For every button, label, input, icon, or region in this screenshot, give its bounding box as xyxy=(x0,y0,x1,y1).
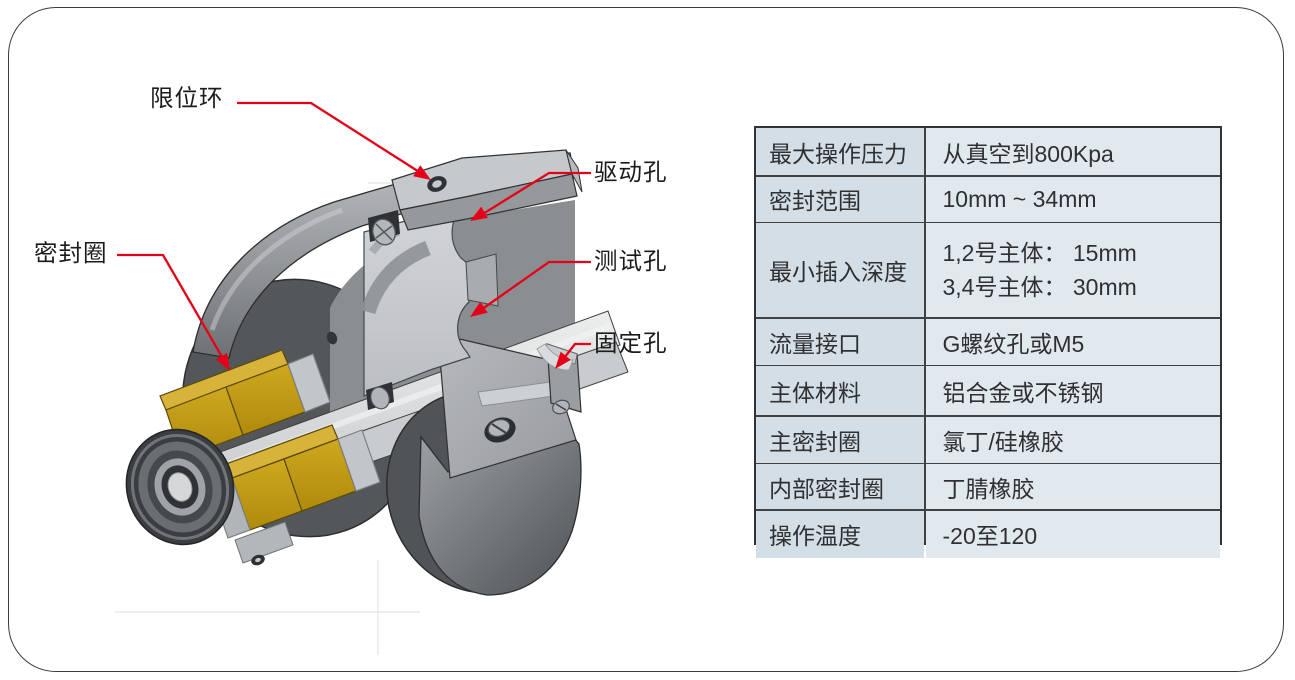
bore-curve xyxy=(360,241,431,315)
seal-spacer-ring xyxy=(287,353,331,413)
spec-label: 操作温度 xyxy=(756,510,924,558)
spec-value: G螺纹孔或M5 xyxy=(925,318,1220,365)
spec-value: 铝合金或不锈钢 xyxy=(925,366,1220,415)
spec-value: -20至120 xyxy=(925,510,1220,558)
spec-label: 主体材料 xyxy=(756,366,924,415)
leader-arrowheads xyxy=(215,165,571,371)
spec-label: 流量接口 xyxy=(756,318,924,365)
lower-screw xyxy=(370,386,390,410)
shaft-core xyxy=(167,472,193,502)
callout-drive-hole: 驱动孔 xyxy=(594,159,668,185)
leader-lines xyxy=(117,101,591,363)
top-collar xyxy=(391,149,583,231)
section-step xyxy=(465,253,499,307)
spec-value: 10mm ~ 34mm xyxy=(925,176,1220,222)
spec-value: 1,2号主体： 15mm 3,4号主体： 30mm xyxy=(925,223,1220,317)
small-screw xyxy=(326,331,338,345)
spec-value-line: 3,4号主体： 30mm xyxy=(942,274,1137,300)
spec-value-line: 1,2号主体： 15mm xyxy=(942,239,1137,266)
tip-flange xyxy=(234,521,294,564)
leader-test-hole xyxy=(477,260,591,313)
cad-cutaway-illustration xyxy=(115,101,629,655)
tip-ring-stack xyxy=(125,428,294,566)
outer-shell xyxy=(418,435,582,596)
half-cut-top-face xyxy=(437,333,577,479)
callout-seal-ring: 密封圈 xyxy=(34,240,108,266)
spec-label: 最大操作压力 xyxy=(756,128,924,175)
seal-ring-lower xyxy=(209,424,381,539)
shell-highlight xyxy=(209,207,343,331)
leader-seal-ring xyxy=(117,253,226,363)
spec-label: 密封范围 xyxy=(756,176,924,222)
collar-front-face xyxy=(399,173,578,231)
callout-limit-ring: 限位环 xyxy=(150,85,224,111)
leader-limit-ring xyxy=(237,101,425,176)
spec-value: 丁腈橡胶 xyxy=(925,464,1220,509)
spec-value: 从真空到800Kpa xyxy=(925,128,1220,175)
callout-test-hole: 测试孔 xyxy=(594,248,668,274)
collar-end-face xyxy=(565,149,583,193)
spec-label: 主密封圈 xyxy=(756,416,924,463)
main-body-right xyxy=(386,333,582,596)
leader-drive-hole xyxy=(477,171,591,218)
seal-spacer-ring xyxy=(337,429,381,492)
cross-section xyxy=(326,204,499,410)
spec-label: 内部密封圈 xyxy=(756,464,924,509)
callout-fixing-hole: 固定孔 xyxy=(594,330,668,356)
spec-value: 氯丁/硅橡胶 xyxy=(925,416,1220,463)
spec-label: 最小插入深度 xyxy=(756,223,924,317)
spec-table: 最大操作压力 从真空到800Kpa 密封范围 10mm ~ 34mm 最小插入深… xyxy=(754,126,1222,558)
